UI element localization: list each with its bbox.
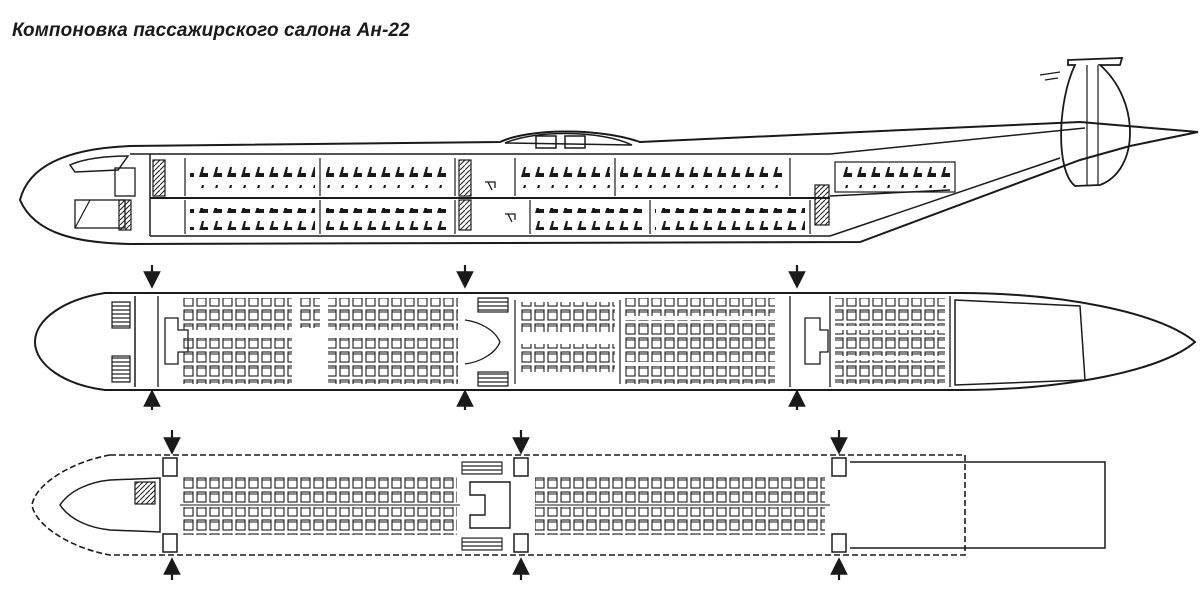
lower-deck-door-arrows xyxy=(163,430,848,580)
stair-icon xyxy=(485,181,496,191)
lower-deck-plan-view xyxy=(31,454,1106,556)
side-section-view xyxy=(18,57,1199,246)
upper-deck-plan-view xyxy=(33,292,1197,391)
lower-deck-seat-blocks xyxy=(182,475,825,535)
side-fuselage-outline xyxy=(18,120,1199,246)
vertical-tail xyxy=(1060,57,1131,187)
side-stair-icons xyxy=(485,181,516,223)
upper-deck-door-arrows xyxy=(143,265,806,410)
upper-deck-seat-blocks xyxy=(182,298,945,384)
diagram-title: Компоновка пассажирского салона Ан-22 xyxy=(12,20,410,41)
upper-plan-fuselage-outline xyxy=(33,292,1197,391)
cockpit-window xyxy=(68,155,130,173)
stair-icon xyxy=(505,213,516,223)
side-lower-deck-seats xyxy=(190,208,805,230)
lower-plan-fuselage-outline xyxy=(31,454,966,556)
side-upper-deck-seats xyxy=(190,164,950,188)
dorsal-fairing xyxy=(504,132,633,146)
